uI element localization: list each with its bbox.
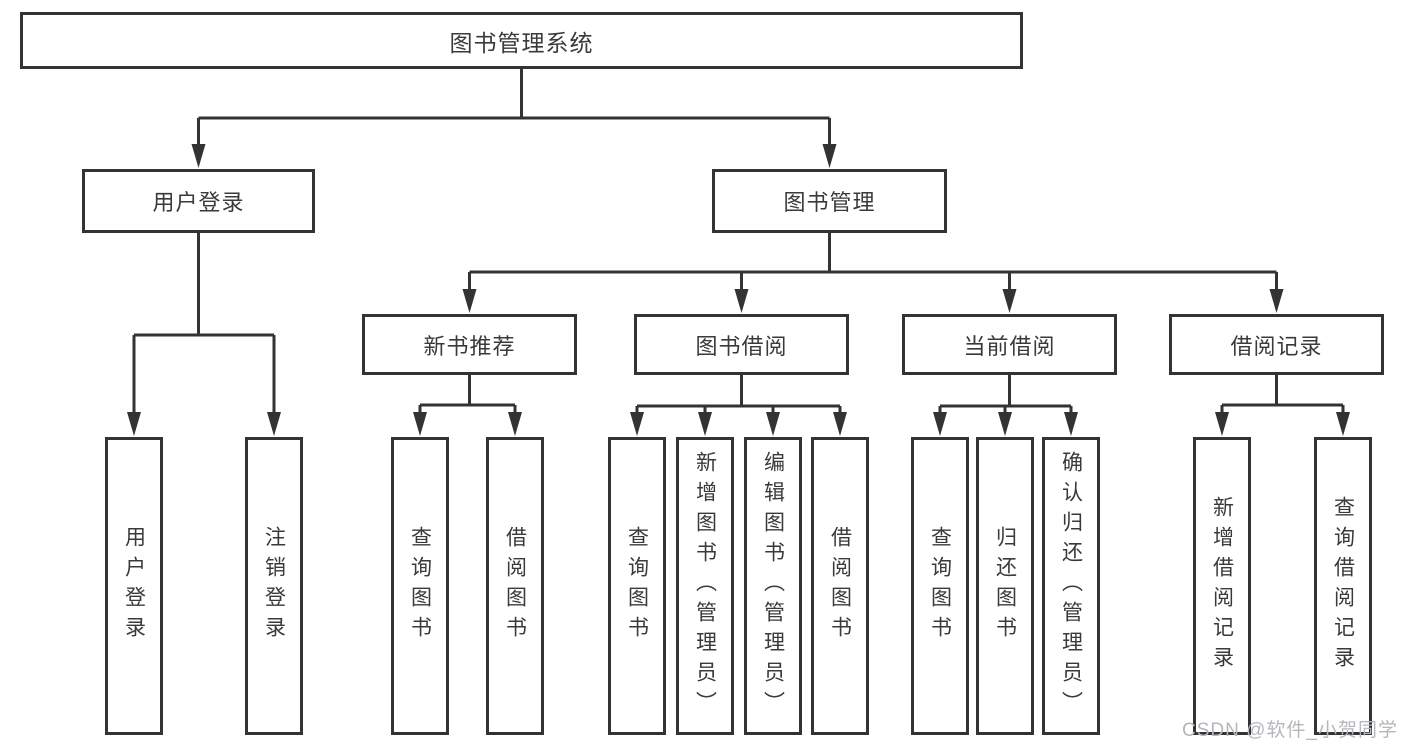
leaf-logout: 注销登录: [245, 437, 303, 735]
leaf-return-books: 归还图书: [976, 437, 1034, 735]
leaf-edit-books-admin: 编辑图书（管理员）: [744, 437, 802, 735]
node-current-borrowing: 当前借阅: [902, 314, 1117, 375]
csdn-watermark: CSDN @软件_小贺同学: [1182, 720, 1398, 741]
node-book-borrowing: 图书借阅: [634, 314, 849, 375]
node-library-management-system: 图书管理系统: [20, 12, 1023, 69]
leaf-borrow-books: 借阅图书: [811, 437, 869, 735]
leaf-borrow-books-recommendation: 借阅图书: [486, 437, 544, 735]
node-user-login: 用户登录: [82, 169, 315, 233]
leaf-add-books-admin: 新增图书（管理员）: [676, 437, 734, 735]
leaf-query-borrow-record: 查询借阅记录: [1314, 437, 1372, 735]
leaf-query-books-recommendation: 查询图书: [391, 437, 449, 735]
leaf-add-borrow-record: 新增借阅记录: [1193, 437, 1251, 735]
leaf-user-login: 用户登录: [105, 437, 163, 735]
leaf-query-books-borrowing: 查询图书: [608, 437, 666, 735]
node-borrowing-records: 借阅记录: [1169, 314, 1384, 375]
leaf-query-books-current: 查询图书: [911, 437, 969, 735]
node-book-management: 图书管理: [712, 169, 947, 233]
node-new-book-recommendation: 新书推荐: [362, 314, 577, 375]
leaf-confirm-return-admin: 确认归还（管理员）: [1042, 437, 1100, 735]
